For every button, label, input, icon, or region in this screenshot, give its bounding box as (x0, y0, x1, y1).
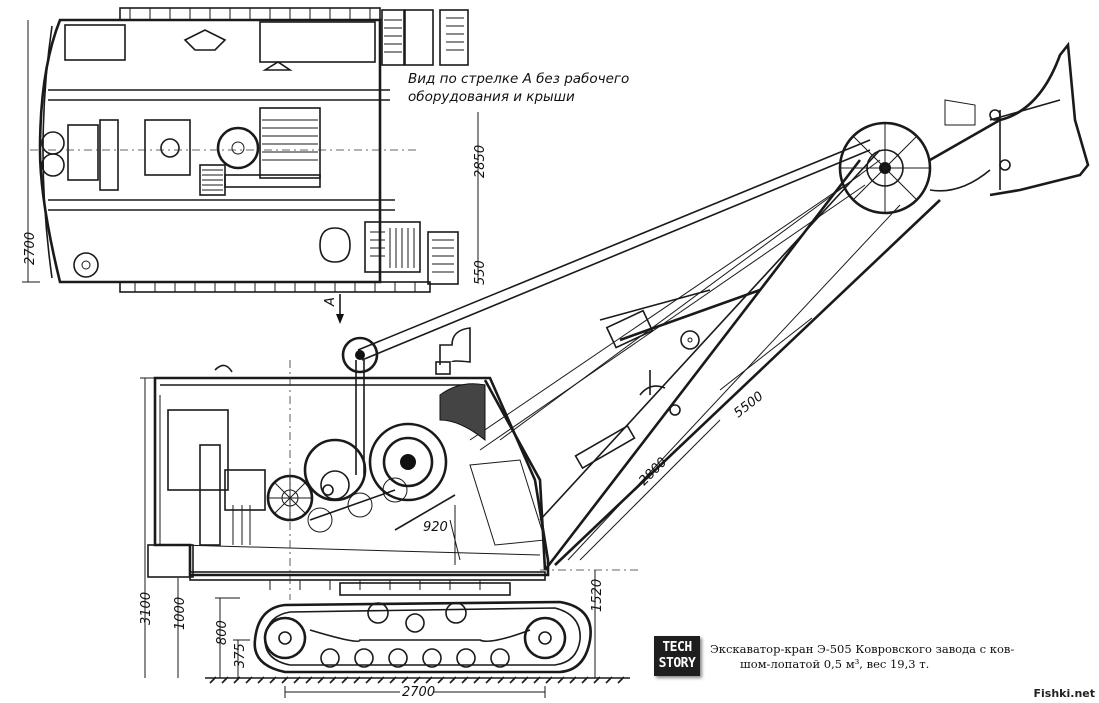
plan-track-blocks (381, 9, 469, 285)
turntable (189, 571, 546, 596)
plan-view-caption-line1: Вид по стрелке А без рабочего (408, 71, 630, 87)
dimension-2700-plan: 2700 (22, 20, 40, 283)
logo-line1: TECH (662, 640, 692, 655)
boom-sheave (838, 121, 932, 215)
lamp (435, 327, 471, 375)
plan-engine (41, 119, 119, 191)
svg-text:1000: 1000 (173, 597, 188, 630)
figure-caption-line2: шом-лопатой 0,5 м³, вес 19,3 т. (740, 657, 930, 671)
svg-text:2700: 2700 (23, 232, 38, 265)
dimension-1520: 1520 (590, 570, 605, 678)
svg-text:375: 375 (233, 643, 248, 668)
dimension-2850: 2850 (473, 112, 488, 282)
figure-caption: Экскаватор-кран Э-505 Ковровского завода… (710, 642, 1014, 672)
plan-gearbox (144, 29, 321, 196)
dimension-920: 920 (423, 520, 448, 535)
side-view: 3100 1000 800 375 2700 1520 (139, 41, 1090, 700)
plan-controls (73, 221, 421, 278)
svg-text:2700: 2700 (402, 685, 435, 700)
dimension-1000: 1000 (173, 578, 188, 678)
svg-text:1520: 1520 (590, 579, 605, 612)
svg-text:2850: 2850 (473, 145, 488, 178)
dimension-3100: 3100 (139, 377, 160, 678)
svg-text:3100: 3100 (139, 592, 154, 625)
plan-view-caption-line2: оборудования и крыши (408, 89, 575, 105)
crawler-track (253, 600, 592, 674)
dipper-bucket (929, 41, 1090, 197)
plan-view: 2850 550 2700 А (22, 7, 488, 324)
dimension-375: 375 (233, 639, 250, 678)
gantry-sheave (341, 336, 379, 475)
svg-text:А: А (323, 297, 338, 307)
figure-caption-line1: Экскаватор-кран Э-505 Ковровского завода… (710, 642, 1015, 656)
svg-text:920: 920 (423, 520, 448, 535)
logo-line2: STORY (658, 656, 696, 671)
dimension-550: 550 (473, 232, 488, 285)
tech-story-logo: TECH STORY (654, 636, 700, 676)
plan-bottom-track (119, 281, 431, 293)
plan-view-caption: Вид по стрелке А без рабочего оборудован… (408, 70, 629, 106)
svg-text:800: 800 (215, 620, 230, 645)
svg-text:550: 550 (473, 260, 488, 285)
watermark: Fishki.net (1033, 687, 1095, 700)
view-arrow-a: А (323, 294, 344, 324)
dimension-800: 800 (215, 597, 240, 678)
dimension-2700-side: 2700 (284, 684, 546, 700)
boom (357, 139, 941, 571)
ground-hatch (205, 676, 630, 684)
house (147, 364, 550, 578)
plan-top-track (119, 7, 381, 21)
